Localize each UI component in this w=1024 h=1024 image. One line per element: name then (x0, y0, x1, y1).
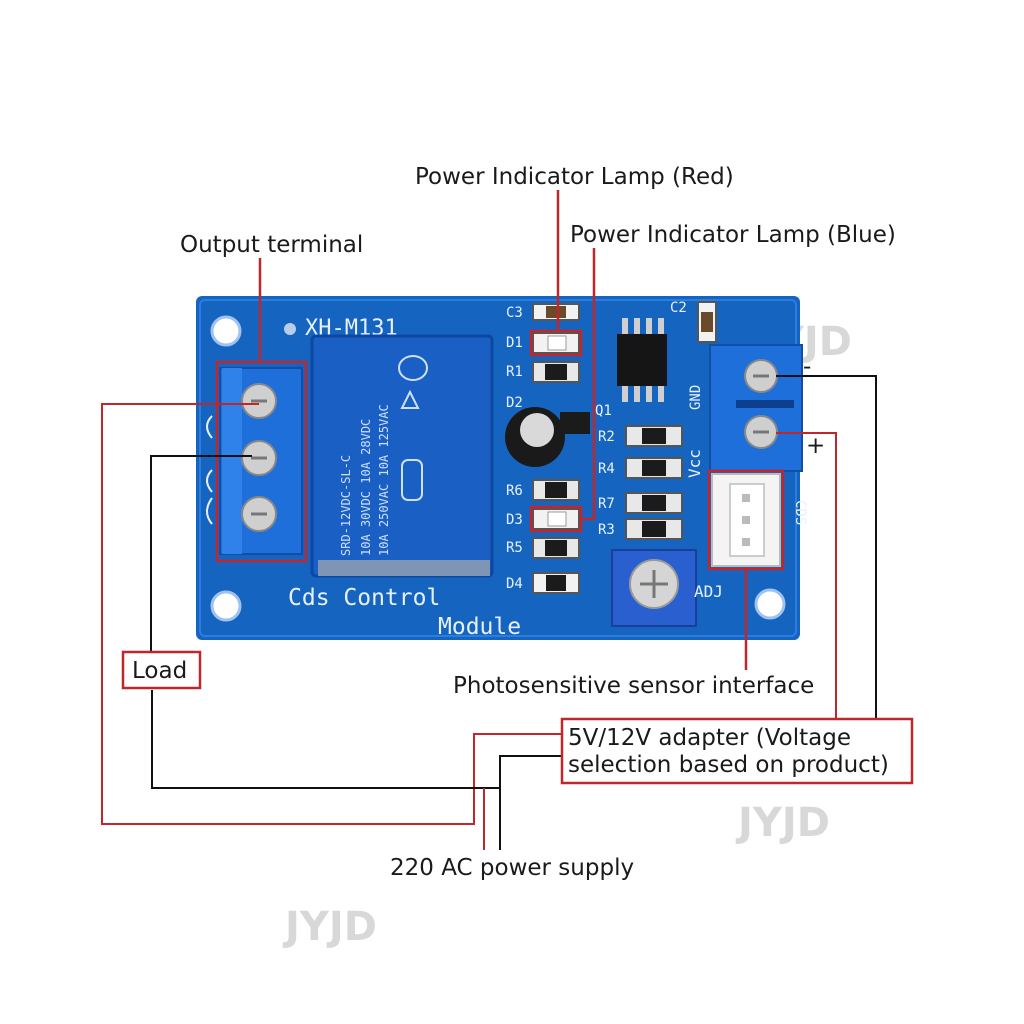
label-vcc: Vcc (685, 449, 704, 478)
minus-sign: - (803, 354, 811, 380)
load-label: Load (132, 658, 187, 684)
potentiometer (611, 549, 697, 627)
adapter-line2: selection based on product) (568, 752, 889, 778)
mounting-hole-tl (210, 315, 242, 347)
smd-right-column: R2 R4 R7 R3 (598, 425, 683, 540)
label-d3: D3 (506, 512, 523, 528)
watermark-mid: JYJD (735, 800, 830, 846)
wire-vcc (776, 432, 837, 719)
load-box (121, 650, 202, 690)
mounting-hole-bl (210, 590, 242, 622)
label-gnd: GND (688, 385, 704, 410)
label-r5: R5 (506, 540, 523, 556)
adapter-line1: 5V/12V adapter (Voltage (568, 725, 851, 751)
mounting-hole-br (754, 588, 786, 620)
callout-box-output (215, 360, 308, 563)
label-c2: C2 (670, 300, 687, 316)
transistor-q1 (560, 412, 590, 434)
label-r6: R6 (506, 483, 523, 499)
label-q1: Q1 (595, 403, 612, 419)
output-screw-terminal (219, 367, 303, 555)
label-r4: R4 (598, 461, 615, 477)
wire-black-supply (499, 755, 562, 850)
board-name-line1: Cds Control (288, 585, 440, 611)
label-power-blue: Power Indicator Lamp (Blue) (570, 222, 896, 248)
relay-rating-1: 10A 30VDC 10A 28VDC (359, 419, 373, 556)
wire-gnd (776, 375, 877, 719)
label-ac-supply: 220 AC power supply (390, 855, 634, 881)
cds-connector (711, 473, 781, 567)
label-r7: R7 (598, 496, 615, 512)
label-d4: D4 (506, 576, 523, 592)
relay-rating-2: 10A 250VAC 10A 125VAC (377, 404, 391, 556)
label-photosensitive: Photosensitive sensor interface (453, 673, 814, 699)
electrolytic-capacitor (505, 407, 565, 467)
pcb-board: XH-M131 Cds Control Module SRD-12VDC-SL-… (196, 296, 808, 640)
callouts (215, 190, 785, 670)
label-r1: R1 (506, 364, 523, 380)
wire-load-to-supply (151, 690, 500, 789)
wire-output-to-load (150, 455, 252, 656)
label-r2: R2 (598, 429, 615, 445)
smd-left-column: C3 D1 R1 D2 Q1 R6 D3 R5 D4 (506, 303, 612, 594)
power-screw-terminal (709, 344, 803, 472)
callout-box-d1 (529, 329, 583, 357)
plus-sign: + (806, 433, 825, 459)
watermark-bottom: JYJD (282, 904, 377, 950)
label-cds: CDS (792, 500, 808, 525)
relay: SRD-12VDC-SL-C 10A 30VDC 10A 28VDC 10A 2… (310, 334, 494, 578)
wiring (101, 375, 877, 850)
label-r3: R3 (598, 522, 615, 538)
label-d1: D1 (506, 335, 523, 351)
label-output-terminal: Output terminal (180, 232, 363, 258)
adapter-box (560, 717, 914, 785)
ic-chip (617, 318, 667, 402)
label-c3: C3 (506, 305, 523, 321)
wire-red-output (101, 403, 562, 825)
label-adj: ADJ (694, 582, 723, 601)
label-d2: D2 (506, 395, 523, 411)
label-power-red: Power Indicator Lamp (Red) (415, 164, 734, 190)
relay-model: SRD-12VDC-SL-C (339, 455, 353, 556)
board-name-line2: Module (438, 614, 521, 640)
